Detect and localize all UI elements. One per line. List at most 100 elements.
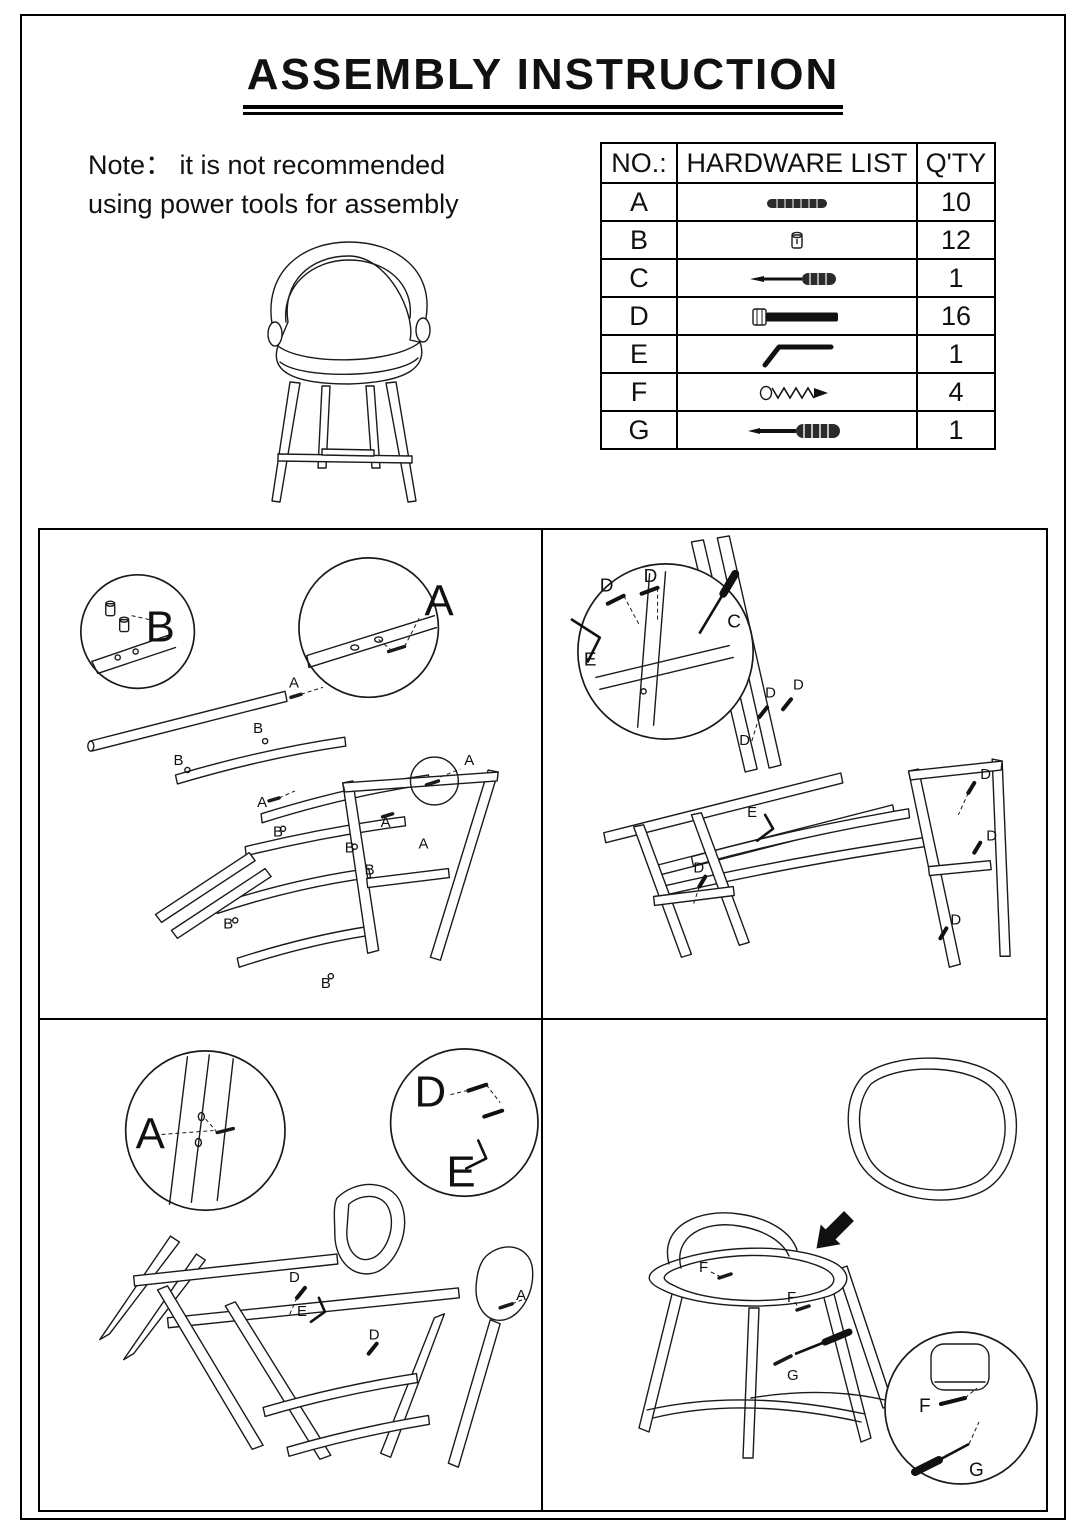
bolt-icon: [676, 296, 918, 336]
part-label: B: [273, 824, 283, 841]
step4-seat-cushion: [847, 1057, 1018, 1201]
part-label: D: [793, 676, 804, 693]
note-text: Note： it is not recommended using power …: [88, 146, 459, 224]
part-label: A: [516, 1287, 526, 1304]
part-label: D: [369, 1327, 380, 1344]
step4-diagram: F G F F G: [638, 1057, 1038, 1485]
note-line-2: using power tools for assembly: [88, 189, 459, 220]
part-label: D: [644, 566, 658, 587]
down-arrow: [816, 1211, 854, 1249]
hardware-qty: 1: [916, 410, 996, 450]
step2-part-labels: D D E D D D D D: [693, 676, 997, 928]
hardware-no: F: [600, 372, 678, 412]
step3-part-labels: D E A D: [289, 1269, 526, 1344]
chair-illustration: [267, 241, 431, 503]
part-label: A: [418, 836, 428, 853]
hardware-no: G: [600, 410, 678, 450]
step1-small-callout: [409, 756, 461, 806]
hardware-row-a: A 10: [600, 182, 996, 222]
title-area: ASSEMBLY INSTRUCTION: [0, 50, 1086, 115]
part-label: A: [381, 814, 391, 831]
part-label: D: [950, 911, 961, 928]
part-label: E: [297, 1303, 307, 1320]
part-label: D: [986, 828, 997, 845]
step2-callout: D D C E: [570, 563, 755, 740]
part-label: D: [765, 684, 776, 701]
step4-fasteners: [710, 1271, 853, 1366]
step3-fasteners: [288, 1285, 523, 1356]
step1-part-labels: A B B A A B A B B A B B: [173, 674, 474, 992]
hardware-table: NO.: HARDWARE LIST Q'TY A 10 B: [600, 142, 996, 450]
allen-key-icon: [676, 334, 918, 374]
step2-fasteners: [692, 697, 983, 941]
hardware-table-header-row: NO.: HARDWARE LIST Q'TY: [600, 142, 996, 184]
page-border: [20, 14, 1066, 1520]
callout-label: D: [415, 1068, 447, 1117]
hardware-no: C: [600, 258, 678, 298]
hardware-qty: 10: [916, 182, 996, 222]
part-label: E: [747, 804, 757, 821]
col-header-qty: Q'TY: [916, 142, 996, 184]
step1-diagram: B A A B B A A B A B B: [80, 557, 499, 992]
hardware-row-g: G 1: [600, 410, 996, 450]
step1-fastener-marks: [184, 686, 395, 980]
part-label: B: [345, 840, 355, 857]
part-label: D: [693, 860, 704, 877]
hardware-qty: 12: [916, 220, 996, 260]
step1-exploded-frame: [87, 690, 499, 968]
wood-screw-icon: [676, 372, 918, 412]
callout-label: B: [146, 603, 175, 652]
hardware-qty: 1: [916, 334, 996, 374]
step3-frame: [99, 1183, 534, 1468]
part-label: B: [223, 915, 233, 932]
part-label: G: [787, 1367, 799, 1384]
hardware-row-f: F 4: [600, 372, 996, 412]
part-label: G: [969, 1460, 984, 1481]
dowel-pin-icon: [676, 182, 918, 222]
step3-panel: A D E D E A D: [40, 1020, 543, 1510]
step3-callout-a: A: [124, 1050, 286, 1212]
hardware-no: E: [600, 334, 678, 374]
part-label: F: [787, 1289, 796, 1306]
callout-label: A: [424, 577, 454, 626]
chair-legs: [271, 381, 417, 503]
step4-panel: F G F F G: [543, 1020, 1046, 1510]
chair-back: [267, 241, 431, 347]
hardware-no: D: [600, 296, 678, 336]
step3-callout-de: D E: [389, 1048, 539, 1198]
hardware-no: B: [600, 220, 678, 260]
part-label: D: [289, 1269, 300, 1286]
part-label: B: [365, 862, 375, 879]
part-label: C: [727, 612, 741, 633]
part-label: B: [321, 975, 331, 992]
hardware-row-b: B 12: [600, 220, 996, 260]
flat-screwdriver-icon: [676, 410, 918, 450]
col-header-list: HARDWARE LIST: [676, 142, 918, 184]
cam-nut-icon: [676, 220, 918, 260]
part-label: A: [464, 752, 474, 769]
step4-callout: F G: [884, 1331, 1038, 1485]
step1-callout-b: B: [80, 573, 196, 690]
part-label: F: [699, 1259, 708, 1276]
step4-part-labels: F F G: [699, 1259, 799, 1384]
hardware-no: A: [600, 182, 678, 222]
hardware-row-e: E 1: [600, 334, 996, 374]
hardware-qty: 1: [916, 258, 996, 298]
note-line-1: Note： it is not recommended: [88, 150, 446, 180]
chair-seat: [275, 341, 423, 385]
part-label: B: [253, 720, 263, 737]
part-label: A: [257, 794, 267, 811]
part-label: E: [584, 649, 597, 670]
part-label: D: [600, 576, 614, 597]
assembly-steps-grid: B A A B B A A B A B B: [38, 528, 1048, 1512]
step2-panel: D D C E D D E D D D D D: [543, 530, 1046, 1020]
step1-panel: B A A B B A A B A B B: [40, 530, 543, 1020]
hardware-qty: 16: [916, 296, 996, 336]
part-label: A: [289, 674, 299, 691]
hardware-row-c: C 1: [600, 258, 996, 298]
step1-callout-a: A: [298, 557, 454, 699]
hardware-row-d: D 16: [600, 296, 996, 336]
step3-diagram: A D E D E A D: [99, 1048, 539, 1468]
phillips-screwdriver-icon: [676, 258, 918, 298]
callout-label: A: [136, 1109, 166, 1158]
